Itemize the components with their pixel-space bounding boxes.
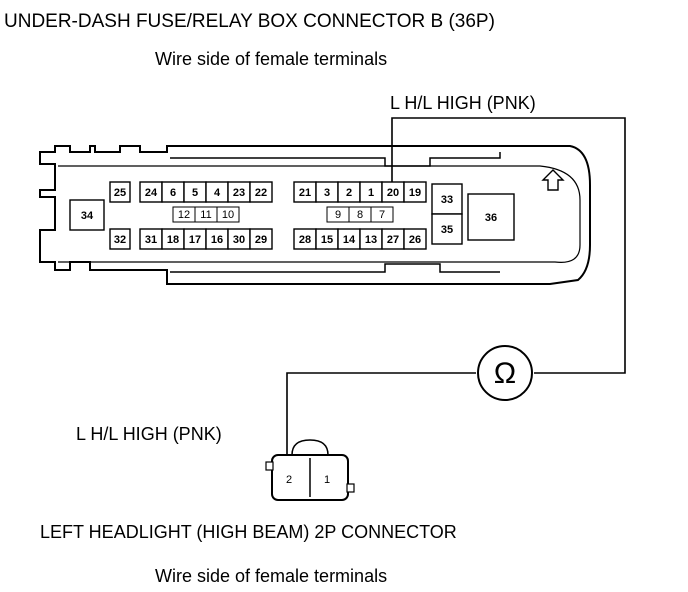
terminal-19: 19	[409, 187, 421, 199]
terminal-21: 21	[299, 187, 311, 199]
connector-b-terminals: 25 24 6 5 4 23 22 21 3 2 1 20 19 33 34 1…	[69, 181, 515, 250]
terminal-22: 22	[255, 187, 267, 199]
terminal-26: 26	[409, 234, 421, 246]
terminal-box	[109, 181, 131, 203]
terminal-3: 3	[324, 187, 330, 199]
connector-b-title: UNDER-DASH FUSE/RELAY BOX CONNECTOR B (3…	[4, 11, 495, 32]
terminal-34: 34	[81, 210, 94, 222]
terminal-25: 25	[114, 187, 126, 199]
connector-b-wire-label: L H/L HIGH (PNK)	[390, 93, 536, 113]
terminal-5: 5	[192, 187, 198, 199]
terminal-30: 30	[233, 234, 245, 246]
terminal-33: 33	[441, 194, 453, 206]
terminal-29: 29	[255, 234, 267, 246]
terminal-15: 15	[321, 234, 333, 246]
headlight-terminal-1: 1	[324, 474, 330, 486]
headlight-subtitle: Wire side of female terminals	[155, 566, 387, 586]
terminal-7: 7	[379, 209, 385, 221]
headlight-title: LEFT HEADLIGHT (HIGH BEAM) 2P CONNECTOR	[40, 522, 457, 542]
terminal-8: 8	[357, 209, 363, 221]
terminal-35: 35	[441, 224, 453, 236]
terminal-11: 11	[200, 209, 211, 221]
terminal-23: 23	[233, 187, 245, 199]
terminal-12: 12	[178, 209, 190, 221]
terminal-28: 28	[299, 234, 311, 246]
terminal-2: 2	[346, 187, 352, 199]
terminal-32: 32	[114, 234, 126, 246]
terminal-20: 20	[387, 187, 399, 199]
terminal-10: 10	[222, 209, 234, 221]
headlight-wire-label: L H/L HIGH (PNK)	[76, 424, 222, 444]
terminal-1: 1	[368, 187, 374, 199]
connector-b-housing	[39, 145, 591, 285]
terminal-9: 9	[335, 209, 341, 221]
terminal-6: 6	[170, 187, 176, 199]
terminal-18: 18	[167, 234, 179, 246]
test-lead-to-terminal-20	[391, 117, 626, 374]
ohm-symbol: Ω	[494, 357, 516, 390]
terminal-16: 16	[211, 234, 223, 246]
headlight-connector: 2 1	[265, 439, 355, 501]
terminal-4: 4	[214, 187, 221, 199]
terminal-36: 36	[485, 212, 497, 224]
terminal-17: 17	[189, 234, 201, 246]
connector-b-subtitle: Wire side of female terminals	[155, 49, 387, 69]
ohmmeter-icon: Ω	[477, 345, 533, 401]
terminal-14: 14	[343, 234, 356, 246]
terminal-24: 24	[145, 187, 158, 199]
terminal-27: 27	[387, 234, 399, 246]
terminal-13: 13	[365, 234, 377, 246]
test-lead-to-headlight	[286, 372, 476, 455]
orientation-arrow-icon	[541, 169, 565, 191]
headlight-terminal-2: 2	[286, 474, 292, 486]
terminal-31: 31	[145, 234, 157, 246]
